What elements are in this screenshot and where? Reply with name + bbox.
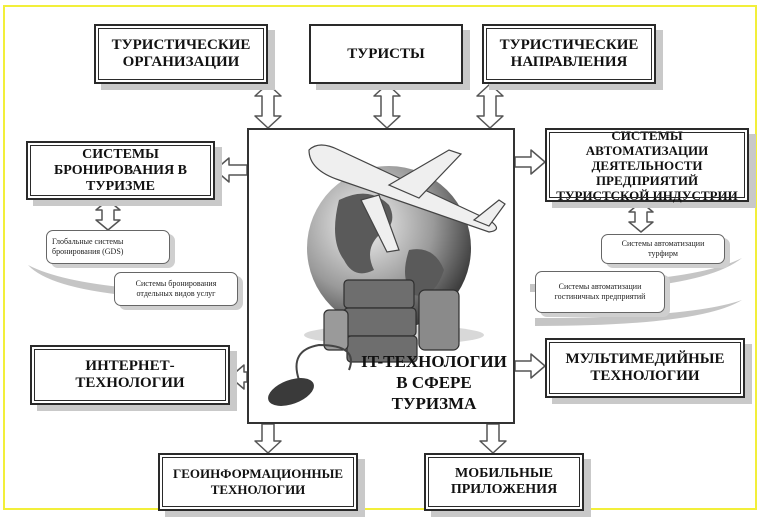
swoosh-right-2: [535, 300, 742, 326]
box-internet-technologies: ИНТЕРНЕТ-ТЕХНОЛОГИИ: [30, 345, 230, 405]
box-tour-destinations: ТУРИСТИЧЕСКИЕ НАПРАВЛЕНИЯ: [482, 24, 656, 84]
box-internet-technologies-label: ИНТЕРНЕТ-ТЕХНОЛОГИИ: [75, 358, 185, 391]
sub-tourfirm-automation-label: Системы автоматизации турфирм: [621, 239, 705, 258]
box-tour-destinations-label: ТУРИСТИЧЕСКИЕ НАПРАВЛЕНИЯ: [499, 37, 639, 70]
arrow-booking-gds: [95, 199, 121, 231]
arrow-center-internet: [229, 364, 248, 390]
suitcases-icon: [323, 279, 460, 363]
continent-shape-2: [405, 249, 444, 296]
box-automation-systems-label: СИСТЕМЫ АВТОМАТИЗАЦИИ ДЕЯТЕЛЬНОСТИ ПРЕДП…: [556, 127, 738, 203]
arrow-automation-tourfirm: [628, 201, 654, 233]
box-automation-systems: СИСТЕМЫ АВТОМАТИЗАЦИИ ДЕЯТЕЛЬНОСТИ ПРЕДП…: [545, 127, 749, 203]
box-tourists: ТУРИСТЫ: [309, 24, 463, 84]
box-multimedia-technologies-label: МУЛЬТИМЕДИЙНЫЕ ТЕХНОЛОГИИ: [565, 351, 725, 384]
box-mobile-apps-label: МОБИЛЬНЫЕ ПРИЛОЖЕНИЯ: [450, 466, 558, 497]
box-booking-systems-label: СИСТЕМЫ БРОНИРОВАНИЯ В ТУРИЗМЕ: [53, 146, 188, 194]
arrow-center-mobile: [479, 423, 507, 454]
box-tour-organizations-label: ТУРИСТИЧЕСКИЕ ОРГАНИЗАЦИИ: [111, 37, 251, 70]
travel-illustration: [268, 144, 506, 406]
arrow-center-booking: [214, 157, 248, 183]
mouse-icon: [268, 378, 314, 406]
box-geoinfo-technologies: ГЕОИНФОРМАЦИОННЫЕ ТЕХНОЛОГИИ: [158, 453, 358, 511]
sub-gds: Глобальные системы бронирования (GDS): [46, 230, 170, 264]
box-booking-systems: СИСТЕМЫ БРОНИРОВАНИЯ В ТУРИЗМЕ: [26, 141, 215, 200]
arrow-center-geoinfo: [254, 423, 282, 454]
box-multimedia-technologies: МУЛЬТИМЕДИЙНЫЕ ТЕХНОЛОГИИ: [545, 338, 745, 398]
sub-separate-booking-label: Системы бронирования отдельных видов усл…: [135, 279, 217, 298]
sub-hotel-automation-label: Системы автоматизации гостиничных предпр…: [554, 282, 646, 301]
airplane-icon: [308, 144, 506, 253]
box-tourists-label: ТУРИСТЫ: [347, 45, 425, 62]
sub-separate-booking: Системы бронирования отдельных видов усл…: [114, 272, 238, 306]
center-panel: IT-ТЕХНОЛОГИИ В СФЕРЕ ТУРИЗМА: [247, 128, 515, 424]
box-mobile-apps: МОБИЛЬНЫЕ ПРИЛОЖЕНИЯ: [424, 453, 584, 511]
center-title: IT-ТЕХНОЛОГИИ В СФЕРЕ ТУРИЗМА: [361, 352, 507, 413]
arrow-tourists-center: [373, 83, 401, 129]
sub-tourfirm-automation: Системы автоматизации турфирм: [601, 234, 725, 264]
sub-hotel-automation: Системы автоматизации гостиничных предпр…: [535, 271, 665, 313]
frame-border: [3, 5, 757, 510]
arrow-center-multimedia: [514, 353, 546, 379]
sub-gds-label: Глобальные системы бронирования (GDS): [52, 237, 124, 256]
arrow-destinations-center: [476, 83, 504, 129]
box-tour-organizations: ТУРИСТИЧЕСКИЕ ОРГАНИЗАЦИИ: [94, 24, 268, 84]
arrow-orgs-center: [254, 83, 282, 129]
mouse-cable: [295, 343, 352, 381]
box-geoinfo-technologies-label: ГЕОИНФОРМАЦИОННЫЕ ТЕХНОЛОГИИ: [172, 466, 344, 497]
arrow-center-automation: [514, 149, 546, 175]
